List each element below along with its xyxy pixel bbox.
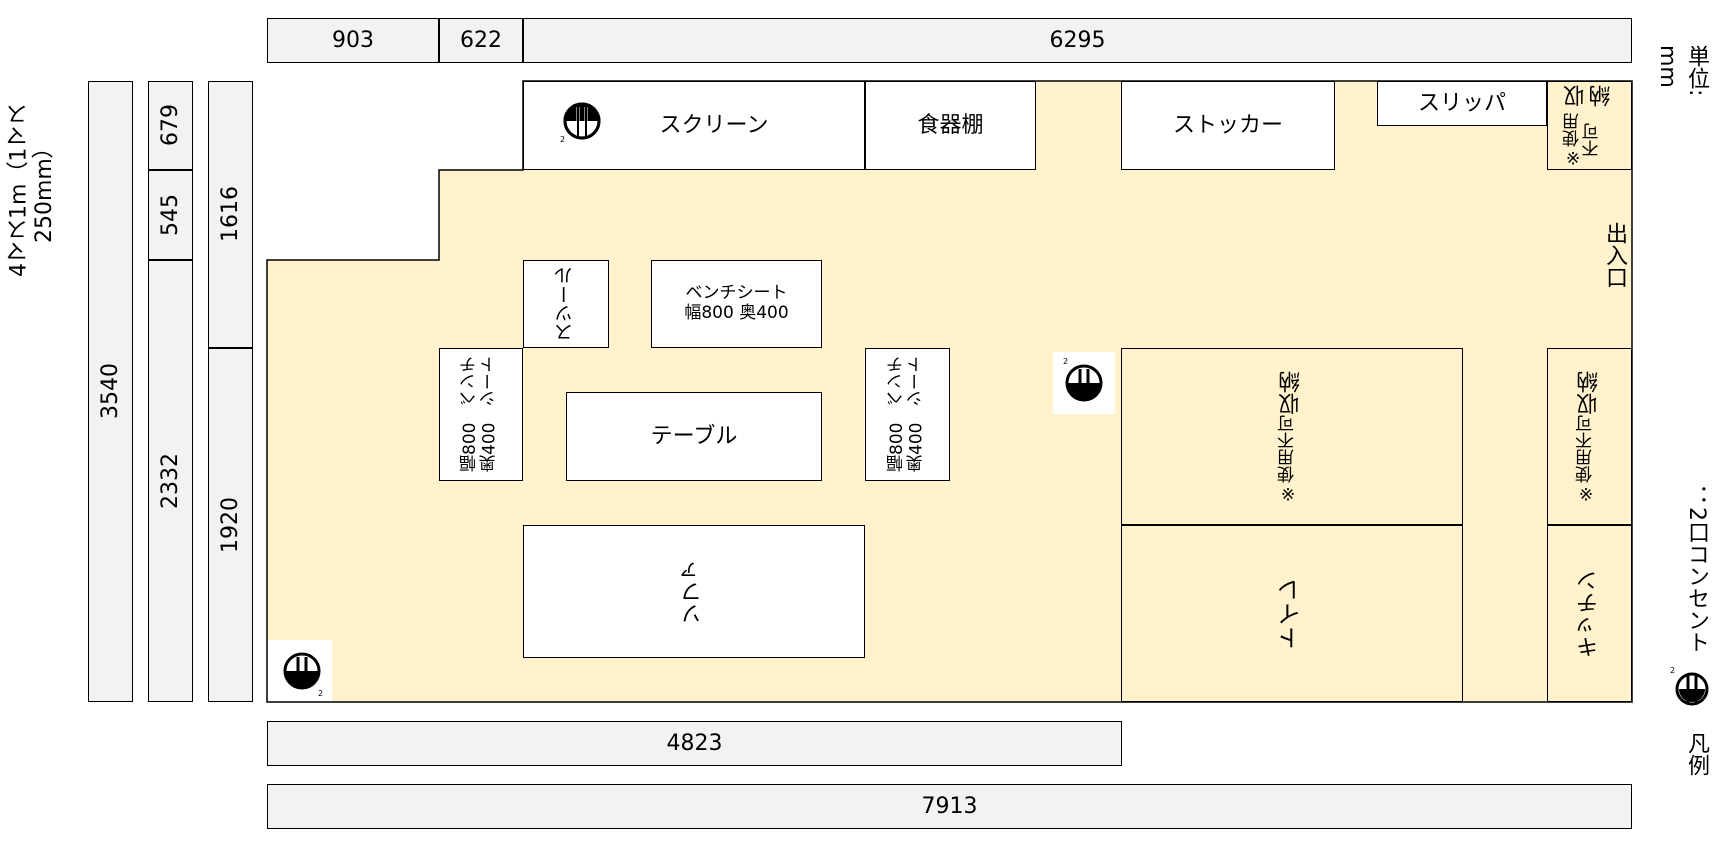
bench-seat-left-label: ベンチシート bbox=[460, 355, 500, 407]
dim-left-mid-2: 545 bbox=[148, 170, 193, 260]
svg-text:2: 2 bbox=[560, 135, 565, 144]
storage-top-label: 収納 bbox=[1564, 85, 1615, 108]
outlet-icon: 2 bbox=[268, 640, 332, 701]
bench-seat-right: ベンチシート 幅800 奥400 bbox=[865, 348, 950, 481]
storage-top-note: ※使用不可 bbox=[1563, 113, 1603, 167]
dim-left-mid-2-label: 545 bbox=[158, 194, 183, 236]
legend-text: ：2口コンセント bbox=[1684, 485, 1709, 653]
dim-top-1-label: 903 bbox=[332, 28, 374, 53]
storage-middle-note: ※使用不可 bbox=[1278, 414, 1299, 503]
dim-bottom-1-label: 4823 bbox=[666, 731, 723, 756]
stocker: ストッカー bbox=[1121, 81, 1335, 170]
bench-seat-left-size: 幅800 奥400 bbox=[460, 422, 500, 472]
table-label: テーブル bbox=[650, 423, 738, 449]
screen-label: スクリーン bbox=[659, 112, 769, 138]
storage-right-note: ※使用不可 bbox=[1575, 414, 1596, 503]
dim-bottom-1: 4823 bbox=[267, 721, 1122, 766]
stool-label: スツール bbox=[554, 266, 577, 342]
storage-middle: 収納 ※使用不可 bbox=[1121, 348, 1463, 525]
kitchen: キッチン bbox=[1547, 525, 1632, 702]
outlet-icon: 2 bbox=[558, 100, 604, 146]
bench-seat-top-label: ベンチシート bbox=[685, 283, 788, 304]
slipper-rack: スリッパ bbox=[1377, 81, 1547, 126]
dim-bottom-2-label: 7913 bbox=[921, 794, 978, 819]
dim-left-inner-1: 1616 bbox=[208, 81, 253, 348]
dim-left-outer-label: 3540 bbox=[98, 363, 123, 420]
bench-seat-top: ベンチシート 幅800 奥400 bbox=[651, 260, 822, 348]
stocker-label: ストッカー bbox=[1172, 112, 1283, 138]
toilet: トイレ bbox=[1121, 525, 1463, 702]
scale-note: 4マス1m（1マス 250mm） bbox=[6, 103, 57, 277]
dim-top-1: 903 bbox=[267, 18, 439, 63]
svg-text:2: 2 bbox=[1063, 357, 1068, 366]
dim-bottom-2: 7913 bbox=[267, 784, 1632, 829]
storage-middle-label: 収納 bbox=[1279, 370, 1305, 415]
bench-seat-top-size: 幅800 奥400 bbox=[684, 303, 789, 323]
dim-left-inner-1-label: 1616 bbox=[218, 186, 243, 243]
bench-seat-right-size: 幅800 奥400 bbox=[886, 422, 927, 472]
dim-left-inner-2-label: 1920 bbox=[218, 497, 243, 553]
toilet-label: トイレ bbox=[1277, 577, 1306, 650]
dim-top-3: 6295 bbox=[523, 18, 1632, 63]
legend-outlet-icon: 2 bbox=[1668, 664, 1712, 708]
screen: スクリーン bbox=[523, 81, 865, 170]
sofa: ソファ bbox=[523, 525, 865, 658]
svg-text:2: 2 bbox=[318, 689, 323, 698]
svg-text:2: 2 bbox=[1670, 666, 1675, 675]
table: テーブル bbox=[566, 392, 822, 481]
sofa-label: ソファ bbox=[681, 558, 707, 625]
dim-left-mid-1-label: 679 bbox=[158, 104, 183, 147]
kitchen-label: キッチン bbox=[1576, 569, 1602, 658]
storage-right-label: 収納 bbox=[1576, 370, 1602, 415]
bench-seat-left: ベンチシート 幅800 奥400 bbox=[439, 348, 523, 481]
legend-label: 凡例 bbox=[1684, 732, 1709, 776]
dim-top-2-label: 622 bbox=[460, 28, 502, 53]
dim-top-2: 622 bbox=[439, 18, 523, 63]
bench-seat-right-label: ベンチシート bbox=[886, 355, 927, 407]
dim-left-mid-3-label: 2332 bbox=[158, 453, 183, 509]
stool: スツール bbox=[523, 260, 609, 348]
dim-left-mid-3: 2332 bbox=[148, 260, 193, 702]
dim-left-outer: 3540 bbox=[88, 81, 133, 702]
entrance-label: 出入口 bbox=[1602, 222, 1627, 288]
cupboard-label: 食器棚 bbox=[917, 112, 984, 138]
slipper-label: スリッパ bbox=[1417, 90, 1506, 116]
storage-right: 収納 ※使用不可 bbox=[1547, 348, 1632, 525]
dim-top-3-label: 6295 bbox=[1049, 28, 1106, 53]
cupboard: 食器棚 bbox=[865, 81, 1036, 170]
outlet-icon: 2 bbox=[1053, 352, 1115, 414]
dim-left-inner-2: 1920 bbox=[208, 348, 253, 702]
storage-top: 収納 ※使用不可 bbox=[1547, 81, 1632, 170]
dim-left-mid-1: 679 bbox=[148, 81, 193, 170]
unit-note: 単位: mm bbox=[1655, 45, 1709, 97]
